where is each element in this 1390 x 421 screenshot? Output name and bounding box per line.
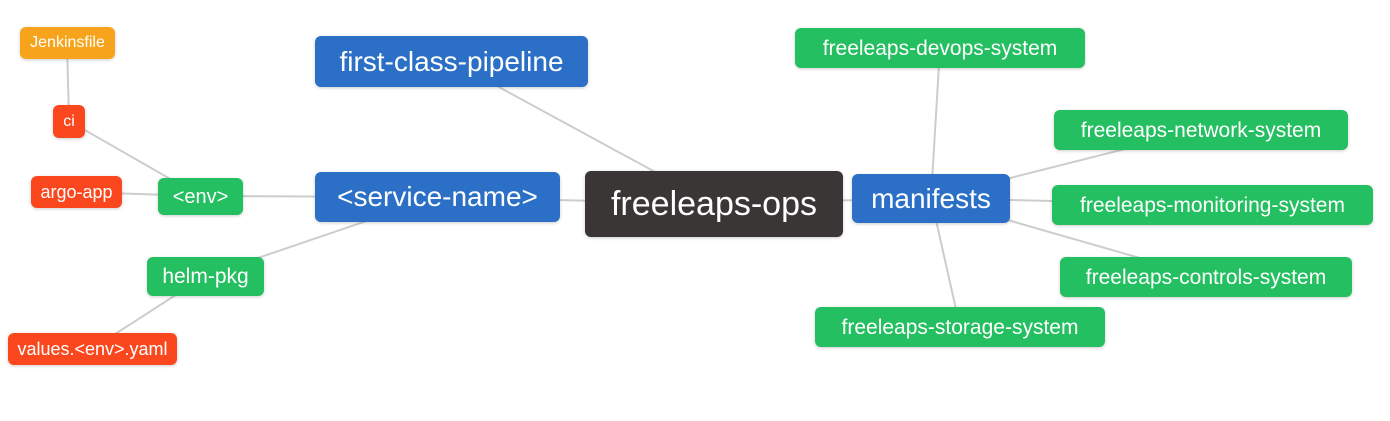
node-env[interactable]: <env> xyxy=(158,178,243,215)
node-helm-pkg[interactable]: helm-pkg xyxy=(147,257,264,296)
node-freeleaps-monitoring-system[interactable]: freeleaps-monitoring-system xyxy=(1052,185,1373,225)
edge-manifests-devops xyxy=(930,47,941,199)
node-ci[interactable]: ci xyxy=(53,105,85,138)
node-freeleaps-devops-system[interactable]: freeleaps-devops-system xyxy=(795,28,1085,68)
node-service-name[interactable]: <service-name> xyxy=(315,172,560,222)
node-freeleaps-storage-system[interactable]: freeleaps-storage-system xyxy=(815,307,1105,347)
node-values-env-yaml[interactable]: values.<env>.yaml xyxy=(8,333,177,365)
node-freeleaps-network-system[interactable]: freeleaps-network-system xyxy=(1054,110,1348,150)
node-jenkinsfile[interactable]: Jenkinsfile xyxy=(20,27,115,59)
node-freeleaps-ops-root[interactable]: freeleaps-ops xyxy=(585,171,843,237)
node-manifests[interactable]: manifests xyxy=(852,174,1010,223)
node-first-class-pipeline[interactable]: first-class-pipeline xyxy=(315,36,588,87)
node-argo-app[interactable]: argo-app xyxy=(31,176,122,208)
node-freeleaps-controls-system[interactable]: freeleaps-controls-system xyxy=(1060,257,1352,297)
